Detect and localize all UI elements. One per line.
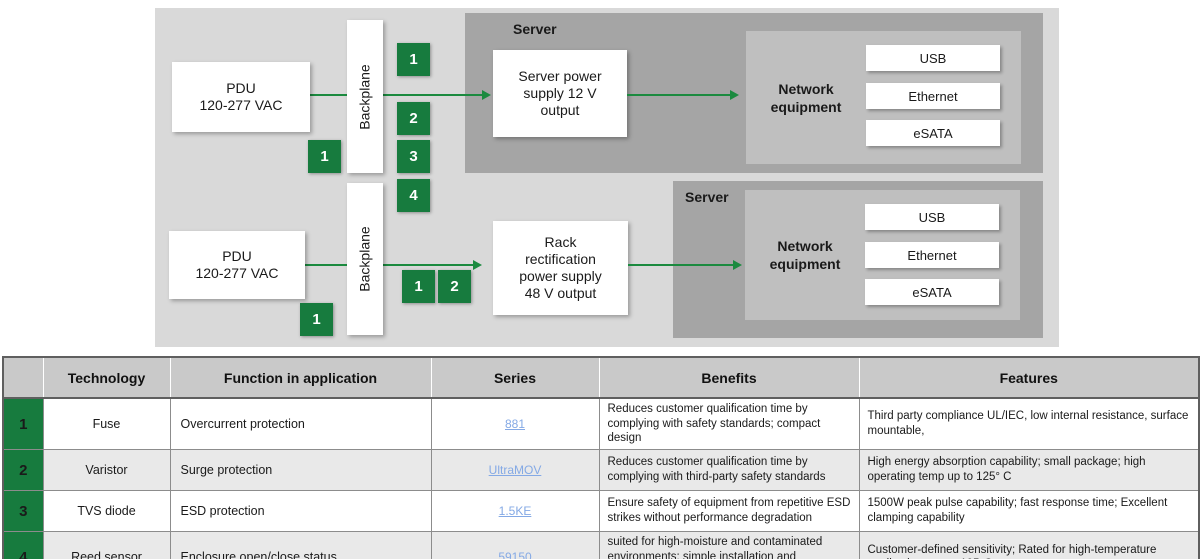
features-cell: Third party compliance UL/IEC, low inter… bbox=[858, 397, 1200, 451]
port-box-usb: USB bbox=[865, 204, 999, 230]
row-number-badge: 1 bbox=[2, 397, 44, 451]
power-flow-arrow-3 bbox=[303, 260, 482, 270]
table-row: 1 Fuse Overcurrent protection 881 Reduce… bbox=[2, 397, 1200, 451]
components-table-wrap: Technology Function in application Serie… bbox=[2, 356, 1200, 559]
series-cell: 1.5KE bbox=[430, 490, 600, 533]
rack-power-supply-box: Rack rectification power supply 48 V out… bbox=[493, 221, 628, 315]
diagram-panel: PDU 120-277 VAC Backplane Server Server … bbox=[155, 8, 1059, 347]
benefits-cell: Ensure safety of equipment from repetiti… bbox=[598, 490, 860, 533]
network-equipment-label: Network equipment bbox=[769, 237, 841, 272]
column-header-function: Function in application bbox=[169, 356, 432, 399]
column-header-number bbox=[2, 356, 44, 399]
function-cell: Surge protection bbox=[169, 449, 432, 492]
server-label: Server bbox=[685, 189, 729, 205]
series-cell: 59150 bbox=[430, 531, 600, 559]
series-link[interactable]: UltraMOV bbox=[488, 463, 542, 478]
badge-fuse-left-bottom: 1 bbox=[300, 303, 333, 336]
table-row: 2 Varistor Surge protection UltraMOV Red… bbox=[2, 449, 1200, 492]
series-link[interactable]: 881 bbox=[504, 417, 526, 432]
backplane-label: Backplane bbox=[357, 63, 374, 130]
pdu-box-2: PDU 120-277 VAC bbox=[169, 231, 305, 299]
technology-cell: TVS diode bbox=[42, 490, 171, 533]
row-number-badge: 2 bbox=[2, 449, 44, 492]
badge-fuse: 1 bbox=[397, 43, 430, 76]
components-table: Technology Function in application Serie… bbox=[2, 356, 1200, 559]
features-cell: Customer-defined sensitivity; Rated for … bbox=[858, 531, 1200, 559]
badge-varistor: 2 bbox=[397, 102, 430, 135]
function-cell: ESD protection bbox=[169, 490, 432, 533]
badge-fuse-pair: 1 bbox=[402, 270, 435, 303]
port-box-esata: eSATA bbox=[865, 279, 999, 305]
table-header-row: Technology Function in application Serie… bbox=[2, 356, 1200, 399]
features-cell: High energy absorption capability; small… bbox=[858, 449, 1200, 492]
function-cell: Enclosure open/close status bbox=[169, 531, 432, 559]
port-box-esata: eSATA bbox=[866, 120, 1000, 146]
network-equipment-box-1: Network equipment USB Ethernet eSATA bbox=[746, 31, 1021, 164]
power-flow-arrow-1 bbox=[310, 90, 491, 100]
column-header-benefits: Benefits bbox=[598, 356, 860, 399]
table-row: 4 Reed sensor Enclosure open/close statu… bbox=[2, 531, 1200, 559]
port-box-usb: USB bbox=[866, 45, 1000, 71]
backplane-2: Backplane bbox=[347, 183, 383, 335]
technology-cell: Varistor bbox=[42, 449, 171, 492]
technology-cell: Fuse bbox=[42, 397, 171, 451]
network-equipment-box-2: Network equipment USB Ethernet eSATA bbox=[745, 190, 1020, 320]
port-box-ethernet: Ethernet bbox=[866, 83, 1000, 109]
power-flow-arrow-4 bbox=[628, 260, 742, 270]
power-flow-arrow-2 bbox=[627, 90, 739, 100]
row-number-badge: 4 bbox=[2, 531, 44, 559]
badge-reed-sensor: 4 bbox=[397, 179, 430, 212]
pdu-box-1: PDU 120-277 VAC bbox=[172, 62, 310, 132]
backplane-label: Backplane bbox=[357, 226, 374, 292]
technology-cell: Reed sensor bbox=[42, 531, 171, 559]
port-box-ethernet: Ethernet bbox=[865, 242, 999, 268]
column-header-series: Series bbox=[430, 356, 600, 399]
series-link[interactable]: 1.5KE bbox=[498, 504, 532, 519]
backplane-1: Backplane bbox=[347, 20, 383, 173]
server-label: Server bbox=[513, 21, 557, 37]
server-power-supply-box: Server power supply 12 V output bbox=[493, 50, 627, 137]
column-header-features: Features bbox=[858, 356, 1200, 399]
series-link[interactable]: 59150 bbox=[498, 550, 532, 559]
table-row: 3 TVS diode ESD protection 1.5KE Ensure … bbox=[2, 490, 1200, 533]
benefits-cell: Reduces customer qualification time by c… bbox=[598, 397, 860, 451]
badge-tvs-diode: 3 bbox=[397, 140, 430, 173]
benefits-cell: suited for high-moisture and contaminate… bbox=[598, 531, 860, 559]
column-header-technology: Technology bbox=[42, 356, 171, 399]
features-cell: 1500W peak pulse capability; fast respon… bbox=[858, 490, 1200, 533]
series-cell: UltraMOV bbox=[430, 449, 600, 492]
series-cell: 881 bbox=[430, 397, 600, 451]
network-equipment-label: Network equipment bbox=[770, 80, 842, 115]
benefits-cell: Reduces customer qualification time by c… bbox=[598, 449, 860, 492]
function-cell: Overcurrent protection bbox=[169, 397, 432, 451]
badge-varistor-pair: 2 bbox=[438, 270, 471, 303]
badge-fuse-left-top: 1 bbox=[308, 140, 341, 173]
row-number-badge: 3 bbox=[2, 490, 44, 533]
